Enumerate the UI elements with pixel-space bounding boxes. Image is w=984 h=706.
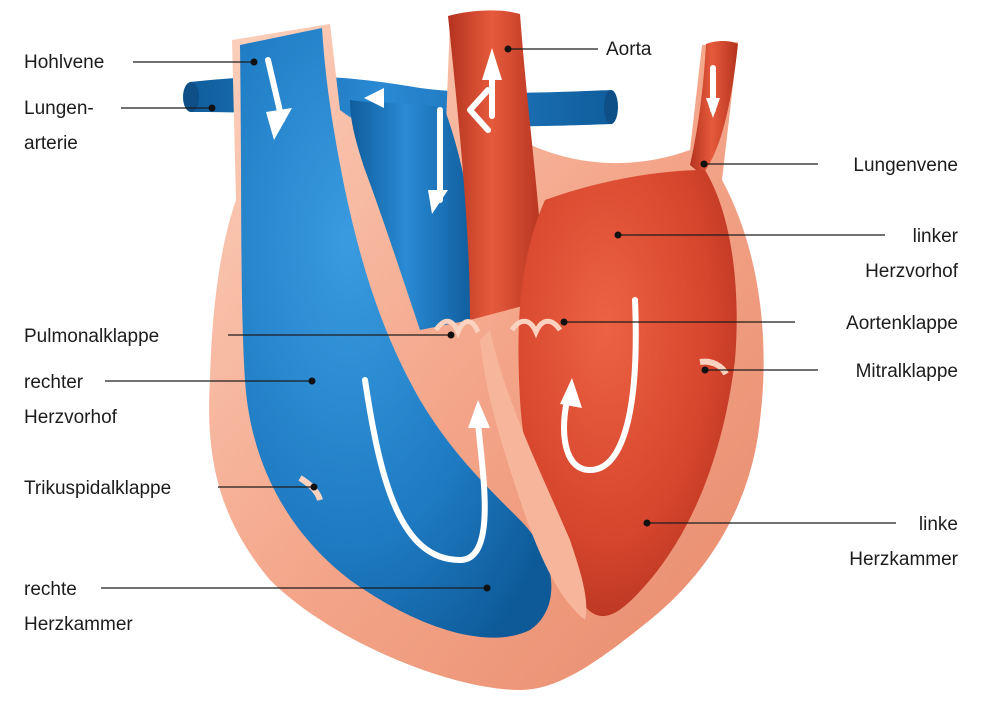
label-linker-vorhof-line2: Herzvorhof — [865, 261, 959, 282]
label-aorta: Aorta — [606, 39, 652, 60]
label-lungenarterie-line1: Lungen- — [24, 98, 94, 119]
label-aortenklappe: Aortenklappe — [846, 313, 958, 334]
label-pulmonalklappe: Pulmonalklappe — [24, 326, 159, 347]
label-lungenvene: Lungenvene — [853, 155, 958, 176]
label-lungenarterie-line2: arterie — [24, 133, 78, 154]
label-rechter-vorhof-line1: rechter — [24, 372, 84, 393]
label-linker-vorhof-line1: linker — [913, 226, 959, 247]
label-linke-kammer-line1: linke — [919, 514, 958, 535]
label-mitralklappe: Mitralklappe — [856, 361, 958, 382]
label-rechter-vorhof-line2: Herzvorhof — [24, 407, 118, 428]
label-trikuspidalklappe: Trikuspidalklappe — [24, 478, 171, 499]
label-rechte-kammer-line1: rechte — [24, 579, 77, 600]
label-hohlvene: Hohlvene — [24, 52, 104, 73]
label-linke-kammer-line2: Herzkammer — [849, 549, 958, 570]
label-rechte-kammer-line2: Herzkammer — [24, 614, 133, 635]
